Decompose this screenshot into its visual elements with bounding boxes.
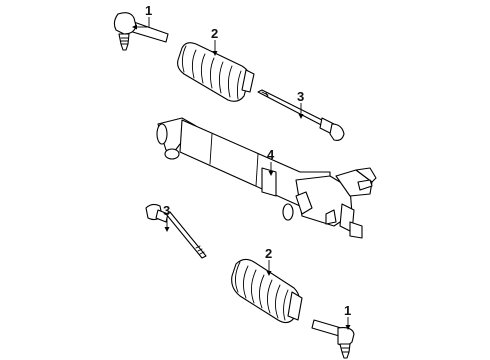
callout-4: 4 — [267, 147, 275, 176]
callout-1-top: 1 — [132, 3, 152, 30]
callout-label: 1 — [344, 303, 351, 318]
callout-label: 3 — [297, 89, 304, 104]
tie-rod-end-top — [113, 12, 169, 51]
callout-3-bottom: 3 — [163, 203, 170, 232]
callout-label: 2 — [265, 246, 272, 261]
callout-2-bottom: 2 — [265, 246, 272, 276]
callout-label: 2 — [211, 26, 218, 41]
callout-1-bottom: 1 — [344, 303, 351, 330]
boot-top — [177, 42, 255, 102]
inner-tie-rod-top — [257, 89, 345, 141]
callout-label: 1 — [145, 3, 152, 18]
tie-rod-end-bottom — [311, 319, 355, 359]
rack-housing — [156, 117, 377, 239]
callout-3-top: 3 — [297, 89, 304, 119]
callout-2-top: 2 — [211, 26, 218, 56]
boot-bottom — [231, 258, 303, 324]
inner-tie-rod-bottom — [145, 203, 207, 259]
callout-label: 4 — [267, 147, 275, 162]
callout-label: 3 — [163, 203, 170, 218]
